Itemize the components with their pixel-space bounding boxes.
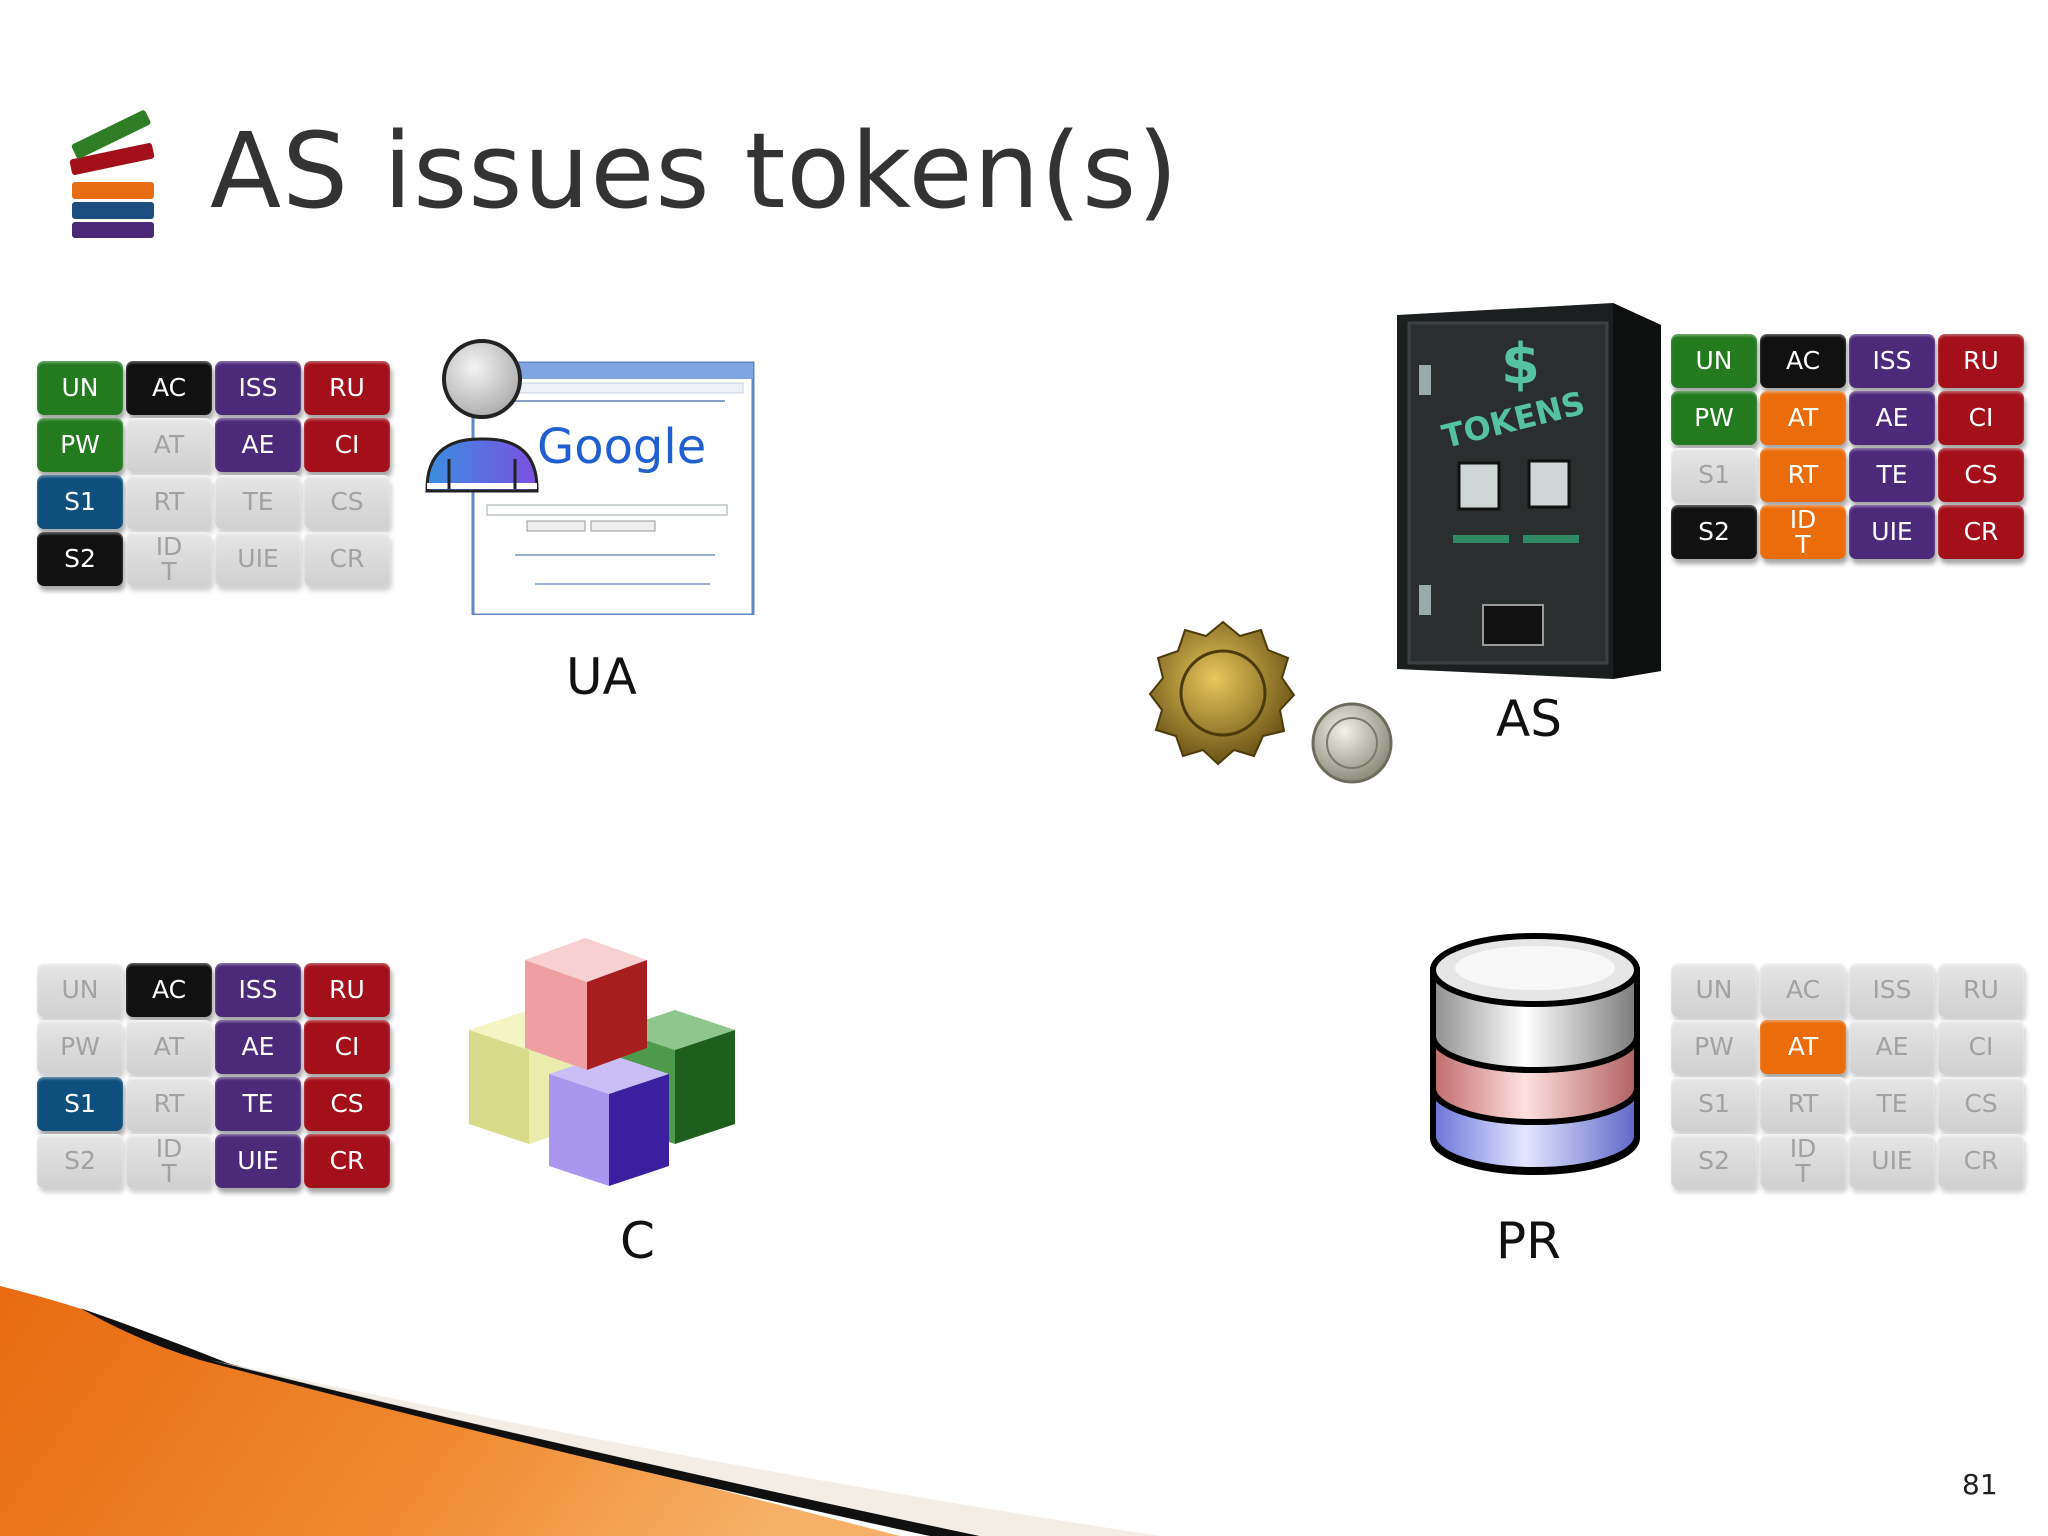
database-icon (1430, 933, 1640, 1175)
claim-cell-ac: AC (126, 963, 212, 1017)
claim-cell-iss: ISS (1849, 334, 1935, 388)
claim-cell-idt: ID T (1760, 1134, 1846, 1188)
claim-cell-pw: PW (1671, 391, 1757, 445)
claim-cell-rt: RT (126, 1077, 212, 1131)
claim-cell-s2: S2 (1671, 505, 1757, 559)
claim-cell-ci: CI (304, 418, 390, 472)
page-number: 81 (1962, 1468, 1998, 1501)
claim-cell-uie: UIE (215, 532, 301, 586)
claim-cell-iss: ISS (215, 963, 301, 1017)
claim-cell-rt: RT (1760, 448, 1846, 502)
claim-cell-pw: PW (37, 1020, 123, 1074)
claim-cell-ae: AE (215, 1020, 301, 1074)
claim-cell-uie: UIE (1849, 1134, 1935, 1188)
slide-title: AS issues token(s) (210, 110, 1179, 232)
claim-cell-ci: CI (304, 1020, 390, 1074)
cubes-icon (469, 938, 735, 1186)
claim-cell-ac: AC (1760, 963, 1846, 1017)
claim-cell-cs: CS (1938, 448, 2024, 502)
user-browser-icon: Google (425, 339, 755, 615)
claim-cell-ru: RU (1938, 963, 2024, 1017)
claim-cell-ru: RU (304, 361, 390, 415)
claim-cell-te: TE (215, 1077, 301, 1131)
claim-cell-ci: CI (1938, 391, 2024, 445)
claim-cell-s2: S2 (37, 532, 123, 586)
claim-cell-cs: CS (304, 475, 390, 529)
actor-label-pr: PR (1496, 1212, 1561, 1270)
claim-cell-cs: CS (1938, 1077, 2024, 1131)
claim-cell-cs: CS (304, 1077, 390, 1131)
claim-cell-ci: CI (1938, 1020, 2024, 1074)
claim-cell-uie: UIE (1849, 505, 1935, 559)
claim-cell-ae: AE (1849, 1020, 1935, 1074)
claim-cell-rt: RT (1760, 1077, 1846, 1131)
claim-cell-ae: AE (1849, 391, 1935, 445)
claim-cell-cr: CR (1938, 505, 2024, 559)
claim-cell-uie: UIE (215, 1134, 301, 1188)
stacked-books-logo-icon (69, 110, 155, 238)
claim-cell-iss: ISS (215, 361, 301, 415)
claim-cell-te: TE (215, 475, 301, 529)
machine-dollar: $ (1501, 332, 1540, 397)
gold-token-icon (1148, 620, 1296, 766)
claim-cell-cr: CR (1938, 1134, 2024, 1188)
claim-cell-rt: RT (126, 475, 212, 529)
claim-cell-idt: ID T (1760, 505, 1846, 559)
claim-cell-s1: S1 (37, 475, 123, 529)
claim-cell-idt: ID T (126, 1134, 212, 1188)
claim-cell-iss: ISS (1849, 963, 1935, 1017)
silver-coin-icon (1311, 702, 1393, 784)
decorative-swoosh (0, 1286, 1160, 1536)
claim-cell-at: AT (126, 1020, 212, 1074)
claim-cell-un: UN (37, 361, 123, 415)
claim-cell-cr: CR (304, 1134, 390, 1188)
token-machine-icon: $ TOKENS (1397, 303, 1661, 679)
claim-cell-cr: CR (304, 532, 390, 586)
claim-cell-pw: PW (37, 418, 123, 472)
actor-label-c: C (620, 1212, 655, 1270)
claim-cell-s2: S2 (1671, 1134, 1757, 1188)
claim-cell-ac: AC (126, 361, 212, 415)
actor-label-ua: UA (566, 648, 637, 706)
claim-cell-at: AT (126, 418, 212, 472)
claim-cell-pw: PW (1671, 1020, 1757, 1074)
claim-cell-ru: RU (1938, 334, 2024, 388)
claim-cell-un: UN (37, 963, 123, 1017)
claim-cell-te: TE (1849, 448, 1935, 502)
claim-cell-idt: ID T (126, 532, 212, 586)
claim-cell-s1: S1 (1671, 1077, 1757, 1131)
claim-cell-at: AT (1760, 391, 1846, 445)
claim-cell-s2: S2 (37, 1134, 123, 1188)
browser-brand: Google (537, 419, 706, 475)
actor-label-as: AS (1496, 690, 1562, 748)
claim-cell-un: UN (1671, 334, 1757, 388)
claim-cell-s1: S1 (37, 1077, 123, 1131)
claim-cell-ru: RU (304, 963, 390, 1017)
claim-cell-te: TE (1849, 1077, 1935, 1131)
claim-cell-s1: S1 (1671, 448, 1757, 502)
claim-cell-ae: AE (215, 418, 301, 472)
claim-cell-ac: AC (1760, 334, 1846, 388)
claim-cell-un: UN (1671, 963, 1757, 1017)
claim-cell-at: AT (1760, 1020, 1846, 1074)
